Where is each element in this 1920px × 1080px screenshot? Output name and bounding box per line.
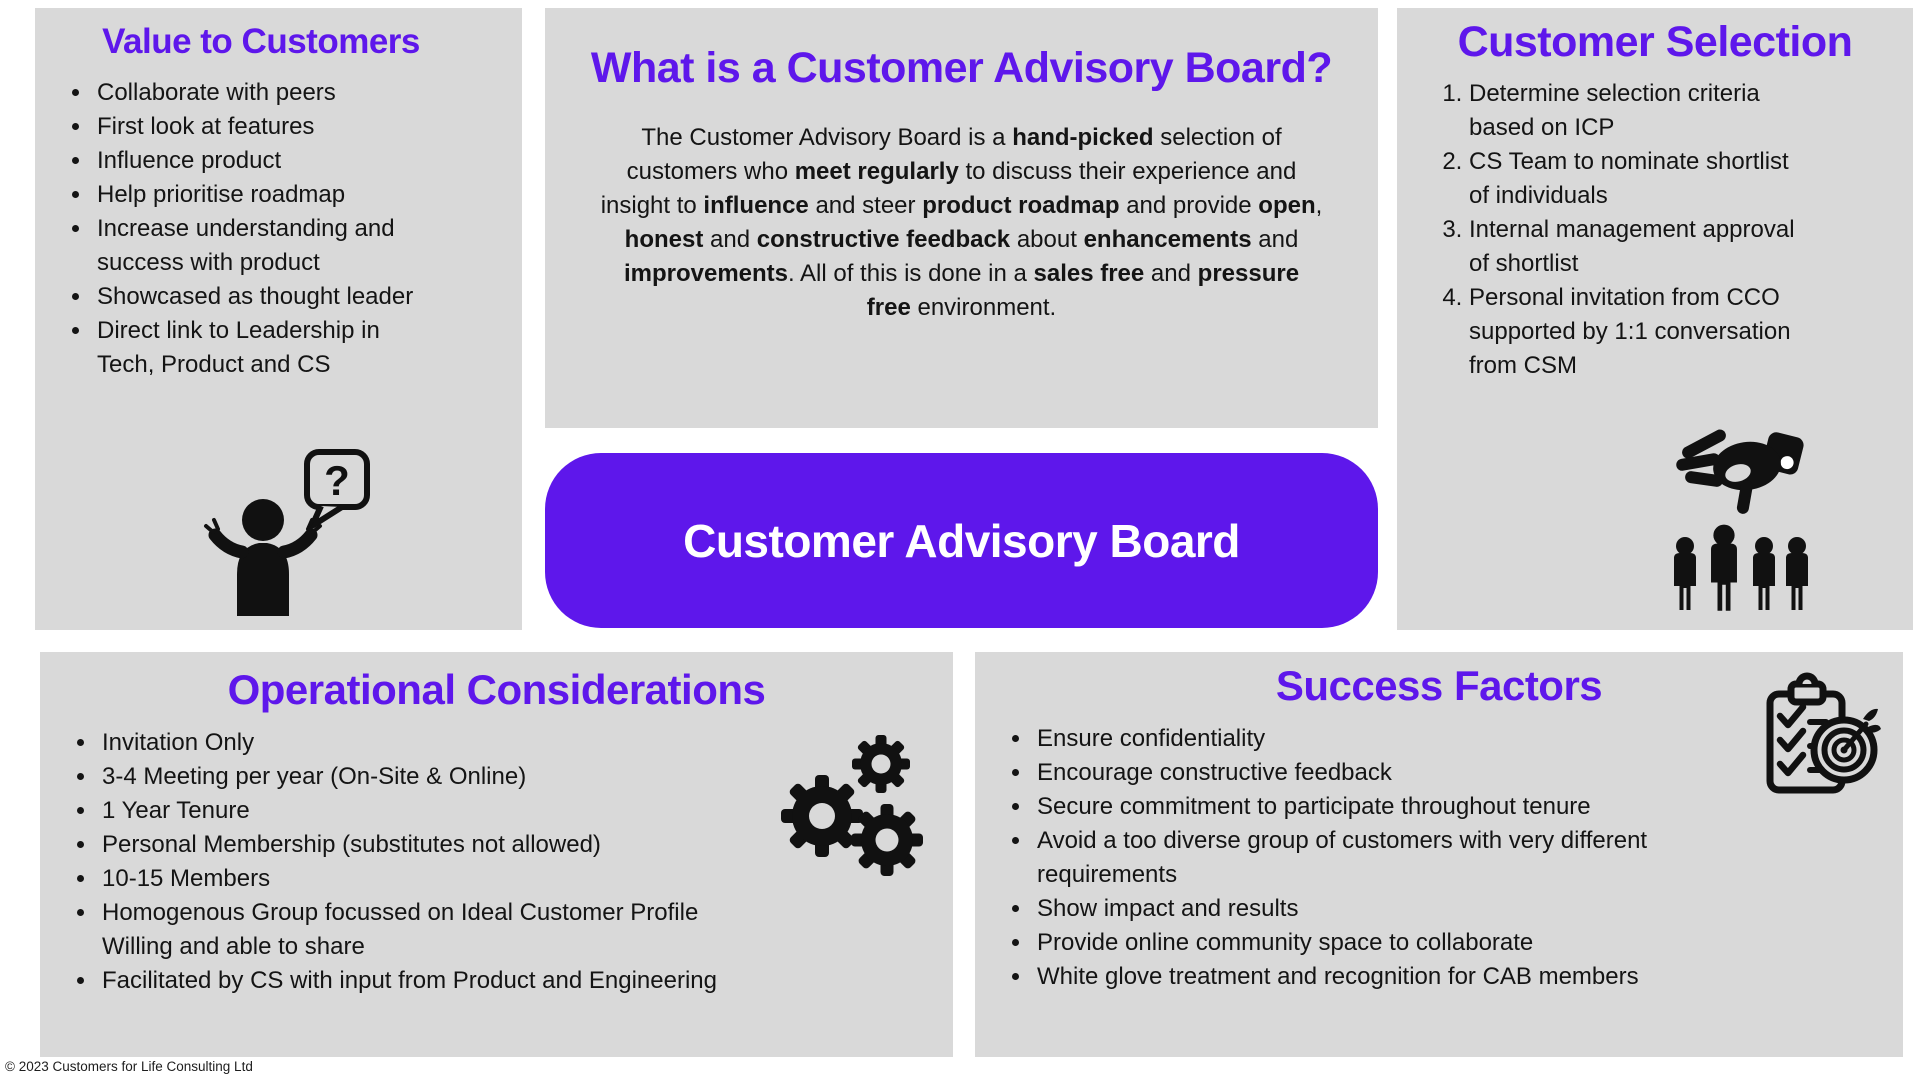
list-item: Internal management approval of shortlis…	[1469, 213, 1869, 281]
text-segment: and	[703, 226, 757, 254]
emphasized-text: enhancements	[1083, 226, 1252, 254]
list-item: CS Team to nominate shortlist of individ…	[1469, 145, 1869, 213]
list-item: 3-4 Meeting per year (On-Site & Online)	[98, 760, 838, 794]
text-segment: selection of customers who	[626, 124, 1282, 186]
list-item: Collaborate with peers	[93, 76, 493, 110]
list-item: First look at features	[93, 110, 493, 144]
emphasized-text: hand-picked	[1012, 124, 1154, 152]
emphasized-text: pressure free	[866, 260, 1300, 322]
list-item: Influence product	[93, 144, 493, 178]
selection-panel-title: Customer Selection	[1457, 18, 1853, 66]
value-to-customers-panel: Value to Customers Collaborate with peer…	[35, 8, 522, 630]
list-item: Increase understanding and success with …	[93, 212, 493, 280]
list-item: Invitation Only	[98, 726, 838, 760]
emphasized-text: influence	[703, 192, 809, 220]
text-segment: The Customer Advisory Board is a	[641, 124, 1013, 152]
text-segment: and	[1251, 226, 1299, 254]
text-segment: and	[1144, 260, 1198, 288]
customer-advisory-board-banner: Customer Advisory Board	[545, 453, 1378, 628]
what-is-cab-panel: What is a Customer Advisory Board? The C…	[545, 8, 1378, 428]
operational-panel-title: Operational Considerations	[227, 666, 766, 713]
gears-icon	[781, 735, 923, 876]
customer-selection-panel: Customer Selection Determine selection c…	[1397, 8, 1913, 630]
text-segment: ,	[1315, 192, 1323, 220]
list-item: 10-15 Members	[98, 862, 838, 896]
text-segment: . All of this is done in a	[788, 260, 1034, 288]
list-item: Direct link to Leadership in Tech, Produ…	[93, 314, 493, 382]
success-panel-title: Success Factors	[1275, 662, 1603, 709]
checklist-target-icon	[1766, 672, 1881, 794]
operational-considerations-panel: Operational Considerations Invitation On…	[40, 652, 953, 1057]
banner-label: Customer Advisory Board	[683, 514, 1240, 567]
list-item: Avoid a too diverse group of customers w…	[1033, 824, 1863, 892]
list-item: Showcased as thought leader	[93, 280, 493, 314]
list-item: Show impact and results	[1033, 892, 1863, 926]
value-list: Collaborate with peersFirst look at feat…	[35, 76, 493, 382]
list-item: 1 Year Tenure	[98, 794, 838, 828]
operational-list: Invitation Only3-4 Meeting per year (On-…	[40, 726, 838, 998]
text-segment: and steer	[808, 192, 923, 220]
list-item: Homogenous Group focussed on Ideal Custo…	[98, 896, 838, 964]
emphasized-text: meet regularly	[794, 158, 959, 186]
list-item: Facilitated by CS with input from Produc…	[98, 964, 838, 998]
list-item: Ensure confidentiality	[1033, 722, 1863, 756]
list-item: Determine selection criteria based on IC…	[1469, 77, 1869, 145]
emphasized-text: product roadmap	[922, 192, 1120, 220]
emphasized-text: honest	[624, 226, 704, 254]
list-item: Secure commitment to participate through…	[1033, 790, 1863, 824]
success-list: Ensure confidentialityEncourage construc…	[975, 722, 1863, 994]
copyright-footer: © 2023 Customers for Life Consulting Ltd	[5, 1059, 253, 1074]
list-item: Help prioritise roadmap	[93, 178, 493, 212]
success-factors-panel: Success Factors Ensure confidentialityEn…	[975, 652, 1903, 1057]
list-item: White glove treatment and recognition fo…	[1033, 960, 1863, 994]
cab-description: The Customer Advisory Board is a hand-pi…	[600, 121, 1324, 325]
list-item: Personal Membership (substitutes not all…	[98, 828, 838, 862]
emphasized-text: open	[1258, 192, 1316, 220]
selection-list: Determine selection criteria based on IC…	[1397, 77, 1869, 383]
value-panel-title: Value to Customers	[102, 22, 420, 61]
svg-text:?: ?	[324, 457, 350, 504]
text-segment: about	[1010, 226, 1084, 254]
what-panel-title: What is a Customer Advisory Board?	[590, 44, 1333, 92]
text-segment: and provide	[1119, 192, 1259, 220]
list-item: Provide online community space to collab…	[1033, 926, 1863, 960]
text-segment: to discuss their experience and insight …	[600, 158, 1297, 220]
list-item: Encourage constructive feedback	[1033, 756, 1863, 790]
hand-picking-people-icon	[1674, 429, 1808, 611]
emphasized-text: constructive feedback	[756, 226, 1011, 254]
person-shrug-question-icon: ?	[204, 449, 370, 616]
text-segment: environment.	[910, 294, 1057, 322]
emphasized-text: improvements	[623, 260, 789, 288]
emphasized-text: sales free	[1033, 260, 1145, 288]
list-item: Personal invitation from CCO supported b…	[1469, 281, 1869, 383]
